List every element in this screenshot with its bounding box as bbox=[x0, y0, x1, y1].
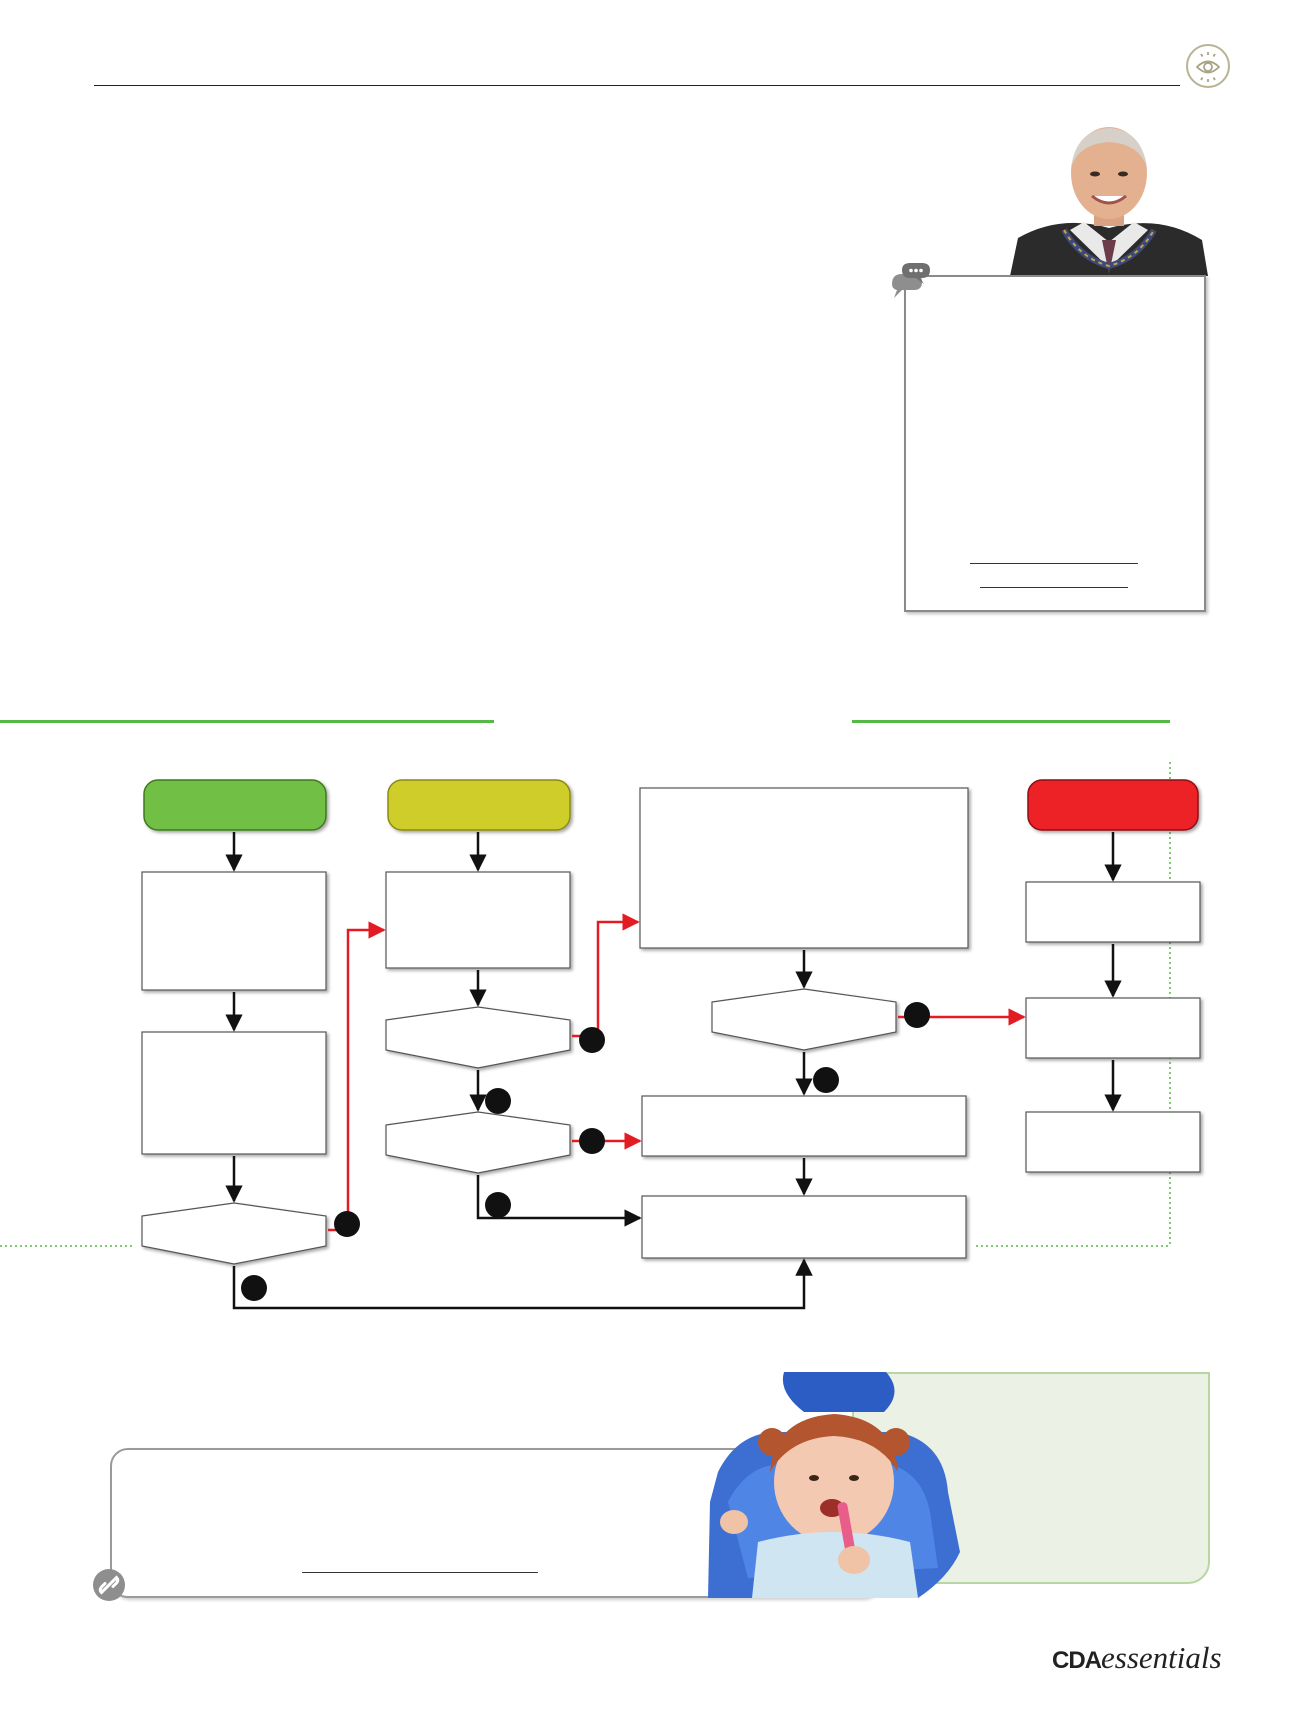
section-heading-rule-right bbox=[852, 720, 1170, 723]
process-box bbox=[641, 1095, 967, 1157]
cda-essentials-logo: CDAessentials bbox=[1052, 1640, 1222, 1676]
process-box bbox=[141, 871, 327, 991]
process-box bbox=[141, 1031, 327, 1155]
pull-quote-box bbox=[904, 275, 1206, 612]
start-pill-red bbox=[1027, 779, 1199, 831]
eye-icon bbox=[1186, 44, 1230, 88]
start-pill-yellow bbox=[387, 779, 571, 831]
branch-dot bbox=[334, 1211, 360, 1237]
section-heading-rule-left bbox=[0, 720, 494, 723]
decision-node bbox=[711, 988, 897, 1051]
branch-dot bbox=[485, 1088, 511, 1114]
speech-bubbles-icon bbox=[888, 260, 932, 304]
resource-link-underline[interactable] bbox=[302, 1572, 538, 1573]
branch-dot bbox=[579, 1027, 605, 1053]
caries-risk-flowchart bbox=[0, 722, 1298, 1320]
process-box bbox=[1025, 997, 1201, 1059]
decision-node bbox=[385, 1111, 571, 1174]
quote-link-underline[interactable] bbox=[980, 587, 1128, 588]
process-box bbox=[1025, 1111, 1201, 1173]
branch-dot bbox=[485, 1192, 511, 1218]
logo-cda-text: CDA bbox=[1052, 1647, 1102, 1674]
decision-node bbox=[385, 1006, 571, 1069]
branch-dot bbox=[241, 1275, 267, 1301]
branch-dot bbox=[904, 1002, 930, 1028]
link-icon bbox=[92, 1568, 126, 1602]
child-brushing-teeth-photo bbox=[708, 1372, 960, 1598]
guide-lines bbox=[0, 722, 1171, 1247]
decision-node bbox=[141, 1202, 327, 1265]
author-portrait bbox=[1010, 118, 1208, 276]
header-rule bbox=[94, 85, 1180, 86]
quote-link-underline[interactable] bbox=[970, 563, 1138, 564]
process-box bbox=[385, 871, 571, 969]
process-box bbox=[641, 1195, 967, 1259]
logo-essentials-text: essentials bbox=[1101, 1640, 1222, 1675]
branch-dot bbox=[579, 1128, 605, 1154]
process-box bbox=[1025, 881, 1201, 943]
start-pill-green bbox=[143, 779, 327, 831]
branch-dot bbox=[813, 1067, 839, 1093]
process-box bbox=[639, 787, 969, 949]
